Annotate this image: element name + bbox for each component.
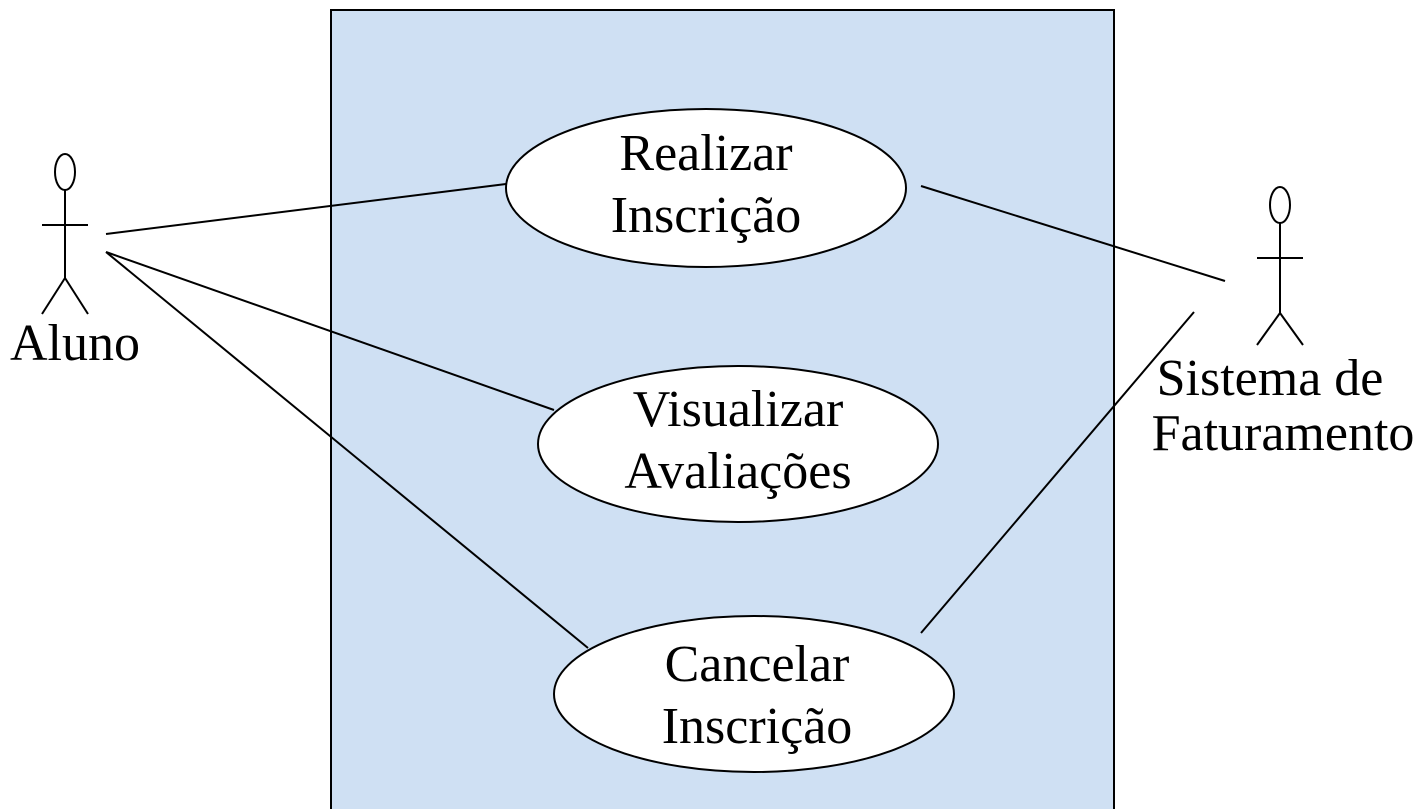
actor-sistema[interactable] bbox=[1256, 186, 1304, 346]
use-case-cancelar[interactable]: Cancelar Inscrição bbox=[553, 615, 955, 773]
association-aluno-cancelar bbox=[105, 251, 589, 649]
actor-aluno-head bbox=[54, 153, 76, 191]
actor-sistema-label-line2: Faturamento bbox=[1152, 405, 1414, 462]
use-case-realizar-ellipse bbox=[505, 108, 907, 268]
use-case-realizar-label-line1: Realizar bbox=[619, 125, 792, 182]
actor-sistema-head bbox=[1269, 186, 1291, 224]
use-case-visualizar-ellipse bbox=[537, 365, 939, 523]
use-case-realizar[interactable]: Realizar Inscrição bbox=[505, 108, 907, 268]
use-case-cancelar-label-line2: Inscrição bbox=[662, 698, 853, 755]
association-aluno-visualizar bbox=[105, 251, 555, 411]
use-case-visualizar-label-line1: Visualizar bbox=[633, 381, 844, 438]
actor-aluno[interactable] bbox=[41, 153, 89, 315]
use-case-visualizar[interactable]: Visualizar Avaliações bbox=[537, 365, 939, 523]
actor-aluno-label: Aluno bbox=[10, 315, 140, 372]
associations bbox=[105, 183, 1226, 649]
association-sistema-cancelar bbox=[920, 311, 1195, 634]
actor-sistema-right-leg bbox=[1279, 312, 1304, 346]
use-case-cancelar-label-line1: Cancelar bbox=[665, 636, 850, 693]
use-case-cancelar-ellipse bbox=[553, 615, 955, 773]
actor-sistema-label-line1: Sistema de bbox=[1157, 350, 1384, 407]
association-aluno-realizar bbox=[105, 183, 507, 235]
actor-sistema-left-leg bbox=[1256, 312, 1281, 346]
use-case-visualizar-label-line2: Avaliações bbox=[624, 443, 851, 500]
actor-aluno-right-leg bbox=[64, 277, 89, 315]
use-case-realizar-label-line2: Inscrição bbox=[611, 187, 802, 244]
association-sistema-realizar bbox=[920, 185, 1226, 282]
actor-aluno-left-leg bbox=[41, 277, 66, 315]
